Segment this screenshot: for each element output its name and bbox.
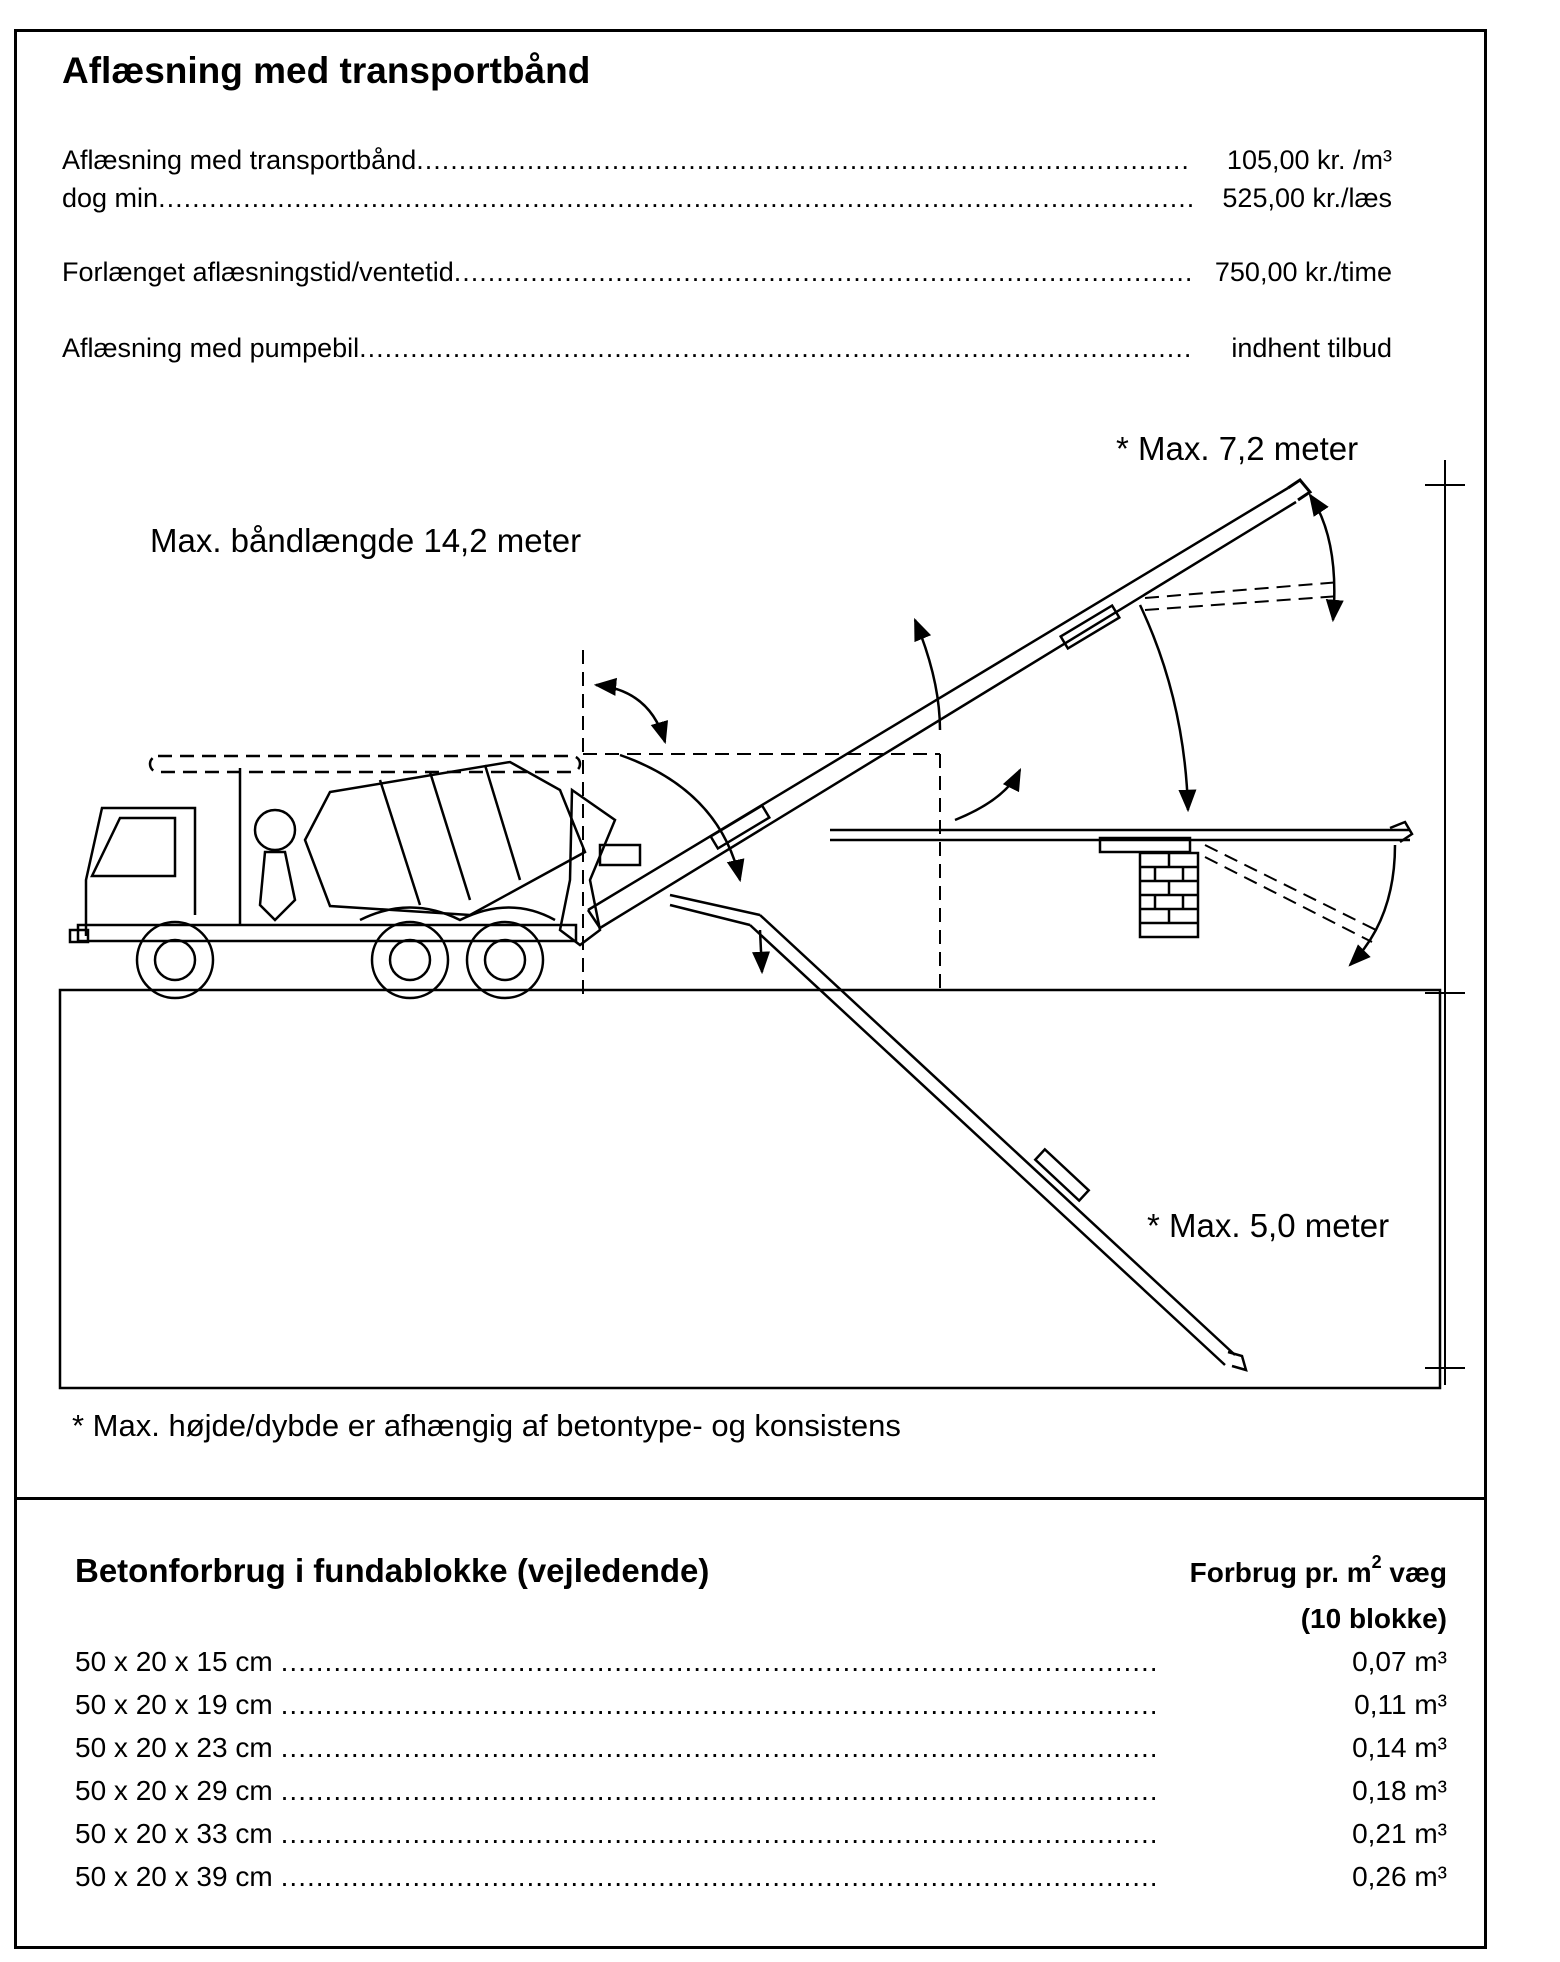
truck-chassis bbox=[76, 923, 578, 943]
truck-wheel-rear-1 bbox=[370, 920, 450, 1000]
price-row-minimum: dog min 525,00 kr./læs bbox=[62, 183, 1392, 217]
block-size: 50 x 20 x 39 cm bbox=[75, 1861, 273, 1892]
block-size: 50 x 20 x 29 cm bbox=[75, 1775, 273, 1806]
truck-hub-rear-2 bbox=[483, 938, 527, 982]
truck-bumper bbox=[68, 928, 90, 944]
consumption-table: 50 x 20 x 15 cm 0,07 m³ 50 x 20 x 19 cm … bbox=[75, 1646, 1447, 1904]
price-row-belt: Aflæsning med transportbånd 105,00 kr. /… bbox=[62, 145, 1392, 179]
truck-hub-front bbox=[153, 938, 197, 982]
block-size: 50 x 20 x 19 cm bbox=[75, 1689, 273, 1720]
price-label: Forlænget aflæsningstid/ventetid bbox=[62, 257, 454, 287]
table-row: 50 x 20 x 23 cm 0,14 m³ bbox=[75, 1732, 1447, 1775]
page-title: Aflæsning med transportbånd bbox=[62, 50, 591, 91]
table-row: 50 x 20 x 33 cm 0,21 m³ bbox=[75, 1818, 1447, 1861]
belt-length-label: Max. båndlængde 14,2 meter bbox=[150, 522, 582, 559]
operator-head bbox=[253, 808, 297, 852]
consumption-column-header: Forbrug pr. m2 væg (10 blokke) bbox=[1190, 1550, 1447, 1642]
table-row: 50 x 20 x 39 cm 0,26 m³ bbox=[75, 1861, 1447, 1904]
consumption-header-line1: Forbrug pr. m2 væg bbox=[1189, 1552, 1447, 1588]
price-label: Aflæsning med pumpebil bbox=[62, 333, 360, 363]
conveyor-truck-diagram bbox=[58, 460, 1465, 1390]
max-height-label: * Max. 7,2 meter bbox=[1116, 430, 1359, 467]
chute bbox=[558, 787, 617, 947]
leader-dots bbox=[281, 1646, 1156, 1678]
table-row: 50 x 20 x 19 cm 0,11 m³ bbox=[75, 1689, 1447, 1732]
belt-horizontal bbox=[830, 820, 1414, 854]
ground-block bbox=[58, 988, 1442, 1390]
belt-horizontal-tilt bbox=[1204, 844, 1381, 943]
brick-pillar bbox=[1138, 851, 1200, 939]
leader-dots bbox=[281, 1732, 1156, 1764]
page-frame bbox=[14, 29, 1487, 1949]
leader-dots bbox=[281, 1861, 1156, 1893]
block-consumption: 0,11 m³ bbox=[1354, 1689, 1447, 1720]
reference-lines bbox=[582, 650, 941, 1000]
truck-wheel-front bbox=[135, 920, 215, 1000]
consumption-title: Betonforbrug i fundablokke (vejledende) bbox=[75, 1552, 710, 1589]
stowed-boom bbox=[148, 754, 582, 774]
price-value: indhent tilbud bbox=[1231, 333, 1392, 363]
truck-hub-rear-1 bbox=[388, 938, 432, 982]
price-value: 105,00 kr. /m³ bbox=[1226, 145, 1392, 175]
price-row-waiting: Forlænget aflæsningstid/ventetid 750,00 … bbox=[62, 257, 1392, 291]
truck-cab bbox=[84, 806, 197, 936]
mixer-drum-band bbox=[428, 771, 472, 901]
block-consumption: 0,07 m³ bbox=[1352, 1646, 1447, 1677]
block-consumption: 0,26 m³ bbox=[1352, 1861, 1447, 1892]
section-divider bbox=[14, 1497, 1487, 1500]
block-size: 50 x 20 x 33 cm bbox=[75, 1818, 273, 1849]
leader-dots bbox=[281, 1818, 1156, 1850]
mixer-drum-band bbox=[483, 764, 522, 881]
truck-window bbox=[90, 816, 177, 878]
price-label: Aflæsning med transportbånd bbox=[62, 145, 417, 175]
block-size: 50 x 20 x 23 cm bbox=[75, 1732, 273, 1763]
leader-dots bbox=[281, 1775, 1156, 1807]
truck-wheel-rear-2 bbox=[465, 920, 545, 1000]
mixer-drum-band bbox=[378, 779, 422, 906]
max-depth-label: * Max. 5,0 meter bbox=[1147, 1207, 1390, 1244]
price-label: dog min bbox=[62, 183, 159, 213]
block-size: 50 x 20 x 15 cm bbox=[75, 1646, 273, 1677]
block-consumption: 0,18 m³ bbox=[1352, 1775, 1447, 1806]
block-consumption: 0,14 m³ bbox=[1352, 1732, 1447, 1763]
table-row: 50 x 20 x 29 cm 0,18 m³ bbox=[75, 1775, 1447, 1818]
belt-down bbox=[669, 893, 1248, 1372]
table-row: 50 x 20 x 15 cm 0,07 m³ bbox=[75, 1646, 1447, 1689]
operator-body bbox=[258, 850, 297, 922]
hopper bbox=[598, 843, 642, 867]
belt-up bbox=[586, 478, 1313, 930]
price-row-pump: Aflæsning med pumpebil indhent tilbud bbox=[62, 333, 1392, 367]
swing-arrows bbox=[593, 493, 1397, 975]
leader-dots bbox=[281, 1689, 1156, 1721]
consumption-header-line2: (10 blokke) bbox=[1300, 1603, 1447, 1634]
truck bbox=[68, 760, 642, 1000]
belt-up-tilt bbox=[1144, 581, 1341, 611]
price-value: 750,00 kr./time bbox=[1214, 257, 1392, 287]
price-value: 525,00 kr./læs bbox=[1222, 183, 1392, 213]
block-consumption: 0,21 m³ bbox=[1352, 1818, 1447, 1849]
footnote: * Max. højde/dybde er afhængig af betont… bbox=[72, 1408, 901, 1443]
mixer-drum bbox=[303, 760, 587, 917]
